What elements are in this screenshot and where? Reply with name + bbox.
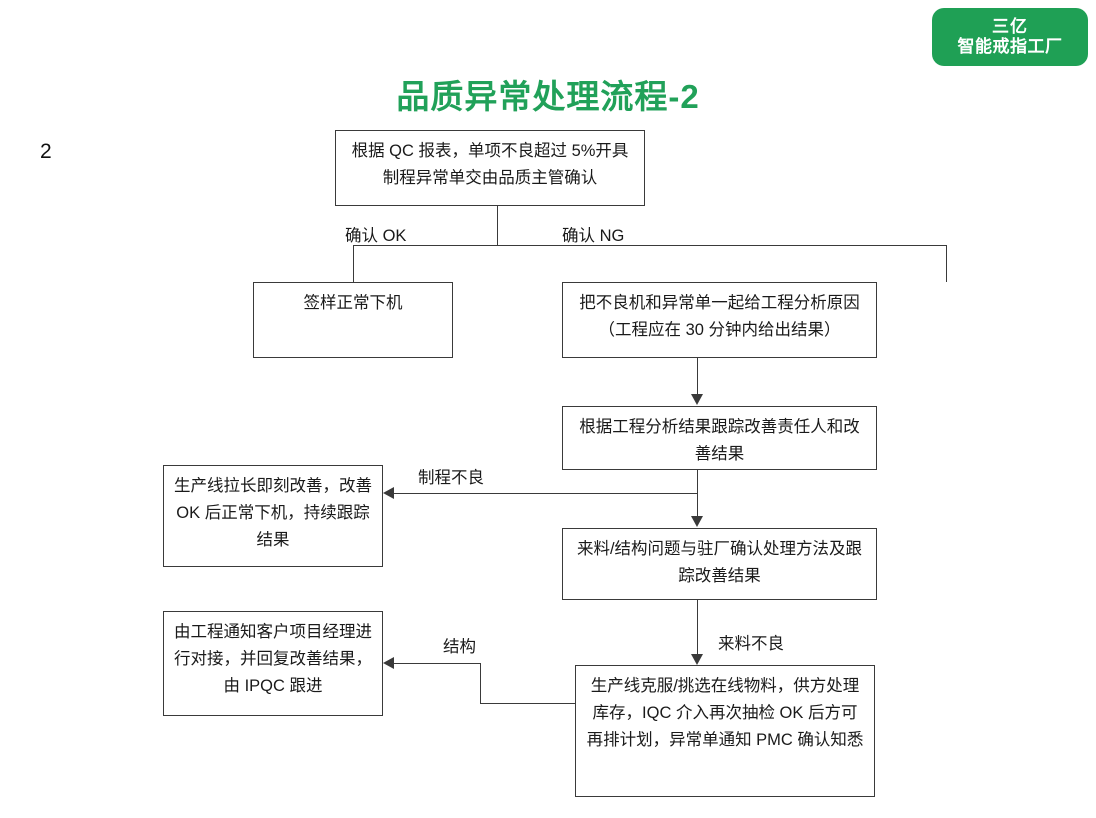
page-title: 品质异常处理流程-2 (396, 78, 700, 115)
edge-label-structure: 结构 (443, 638, 476, 656)
connector-n3-to-n4 (697, 358, 699, 395)
arrowhead-n3-to-n4 (691, 394, 703, 405)
flow-node-qc-report: 根据 QC 报表，单项不良超过 5%开具制程异常单交由品质主管确认 (335, 130, 645, 206)
flow-node-notify-customer-pm: 由工程通知客户项目经理进行对接，并回复改善结果，由 IPQC 跟进 (163, 611, 383, 716)
flow-node-track-improvement: 根据工程分析结果跟踪改善责任人和改善结果 (562, 406, 877, 470)
connector-ng-drop (946, 245, 948, 282)
arrowhead-structure (383, 657, 394, 669)
edge-label-confirm-ok: 确认 OK (345, 227, 407, 245)
connector-n6-to-n8 (697, 600, 699, 655)
slide-number: 2 (40, 140, 52, 163)
connector-n1-down (497, 206, 499, 246)
brand-badge: 三亿 智能戒指工厂 (932, 8, 1088, 66)
flow-node-material-structure: 来料/结构问题与驻厂确认处理方法及跟踪改善结果 (562, 528, 877, 600)
brand-badge-line1: 三亿 (992, 16, 1028, 36)
edge-label-incoming-defect: 来料不良 (718, 635, 784, 653)
flow-node-engineering-analysis: 把不良机和异常单一起给工程分析原因（工程应在 30 分钟内给出结果） (562, 282, 877, 358)
flow-node-sign-sample: 签样正常下机 (253, 282, 453, 358)
arrowhead-n6-to-n8 (691, 654, 703, 665)
brand-badge-line2: 智能戒指工厂 (957, 37, 1063, 56)
arrowhead-n4-to-n6 (691, 516, 703, 527)
connector-structure-upper (394, 663, 481, 665)
arrowhead-process-defect (383, 487, 394, 499)
connector-process-defect (394, 493, 698, 495)
connector-structure-lower (480, 703, 576, 705)
edge-label-process-defect: 制程不良 (418, 469, 484, 487)
edge-label-confirm-ng: 确认 NG (562, 227, 625, 245)
flow-node-line-leader-fix: 生产线拉长即刻改善，改善 OK 后正常下机，持续跟踪结果 (163, 465, 383, 567)
connector-structure-riser (480, 663, 482, 704)
flow-node-overcome-sort-material: 生产线克服/挑选在线物料，供方处理库存，IQC 介入再次抽检 OK 后方可再排计… (575, 665, 875, 797)
connector-split-bar (353, 245, 947, 247)
connector-ok-drop (353, 245, 355, 282)
